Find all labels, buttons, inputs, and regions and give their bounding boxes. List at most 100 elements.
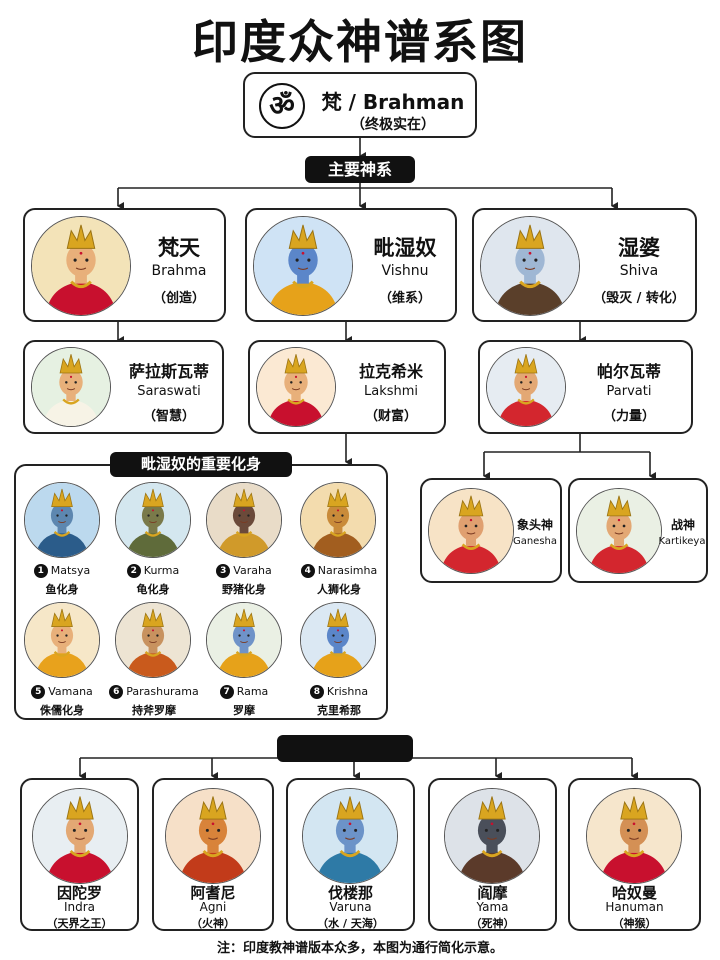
trimurti-en-name: Shiva	[619, 263, 659, 279]
son-cn-name: 象头神	[516, 518, 553, 532]
avatar-cn-name: 克里希那	[317, 704, 361, 717]
avatar-number-badge: 8	[309, 685, 324, 699]
shiva-portrait	[480, 216, 580, 316]
avatar-portrait-kurma	[115, 482, 191, 558]
other-cn-name: 阿耆尼	[190, 884, 236, 902]
avatar-portrait-matsya	[24, 482, 100, 558]
avatar-en-label: Kurma	[143, 564, 180, 577]
trimurti-box-vishnu: 毗湿奴 Vishnu （维系）	[245, 208, 457, 322]
other-box-varuna: 伐楼那 Varuna （水 / 天海）	[286, 778, 415, 931]
consort-en-name: Saraswati	[137, 384, 201, 399]
avatar-cn-name: 野猪化身	[222, 583, 266, 596]
trimurti-cn-name: 梵天	[158, 236, 200, 260]
consort-box-lakshmi: 拉克希米 Lakshmi （财富）	[248, 340, 446, 434]
agni-portrait	[165, 788, 261, 884]
avatar-en-label: Matsya	[50, 564, 91, 577]
avatar-portrait-parashurama	[115, 602, 191, 678]
avatar-portrait-krishna	[300, 602, 376, 678]
vishnu-avatars-label: 毗湿奴的重要化身	[110, 452, 292, 477]
avatar-en-label: Parashurama	[126, 685, 199, 698]
varuna-portrait	[302, 788, 398, 884]
consort-cn-name: 萨拉斯瓦蒂	[128, 362, 209, 381]
other-en-name: Hanuman	[605, 900, 664, 914]
avatar-portrait-varaha	[206, 482, 282, 558]
avatar-en-label: Vamana	[48, 685, 93, 698]
consort-cn-name: 帕尔瓦蒂	[596, 362, 661, 381]
consort-cn-name: 拉克希米	[358, 362, 423, 381]
other-en-name: Yama	[476, 900, 509, 914]
other-en-name: Agni	[199, 900, 227, 914]
other-role: （神猴）	[612, 917, 657, 930]
consort-box-saraswati: 萨拉斯瓦蒂 Saraswati （智慧）	[23, 340, 224, 434]
avatar-portrait-narasimha	[300, 482, 376, 558]
brahma-portrait	[31, 216, 131, 316]
other-cn-name: 阎摩	[477, 884, 508, 902]
other-box-indra: 因陀罗 Indra （天界之王）	[20, 778, 139, 931]
trimurti-role: （创造）	[152, 291, 205, 306]
other-en-name: Indra	[63, 900, 96, 914]
consort-en-name: Parvati	[606, 384, 652, 399]
trimurti-cn-name: 湿婆	[618, 236, 660, 260]
page-title: 印度众神谱系图	[192, 15, 528, 69]
other-role: （死神）	[470, 917, 515, 930]
avatar-cn-name: 侏儒化身	[40, 704, 84, 717]
avatar-cn-name: 鱼化身	[45, 583, 79, 596]
trimurti-box-shiva: 湿婆 Shiva （毁灭 / 转化）	[472, 208, 697, 322]
trimurti-cn-name: 毗湿奴	[373, 236, 437, 260]
other-box-hanuman: 哈奴曼 Hanuman （神猴）	[568, 778, 701, 931]
main-pantheon-label: 主要神系	[305, 156, 415, 183]
other-en-name: Varuna	[329, 900, 372, 914]
son-en-name: Kartikeya	[658, 536, 706, 547]
avatar-number-badge: 1	[33, 564, 48, 578]
trimurti-en-name: Brahma	[151, 263, 207, 279]
consort-role: （力量）	[602, 409, 655, 424]
other-cn-name: 哈奴曼	[611, 884, 657, 902]
om-glyph: ॐ	[269, 89, 295, 122]
other-cn-name: 伐楼那	[327, 884, 373, 902]
indra-portrait	[32, 788, 128, 884]
footnote: 注：印度教神谱版本众多，本图为通行简化示意。	[216, 941, 503, 956]
consort-box-parvati: 帕尔瓦蒂 Parvati （力量）	[478, 340, 693, 434]
om-symbol: ॐ	[259, 83, 305, 129]
lakshmi-portrait	[256, 347, 336, 427]
avatar-cn-name: 罗摩	[233, 704, 255, 717]
avatar-en-label: Varaha	[233, 564, 272, 577]
avatar-number-badge: 4	[300, 564, 315, 578]
son-box-ganesha: 象头神 Ganesha	[420, 478, 562, 583]
son-cn-name: 战神	[670, 518, 695, 532]
trimurti-role: （维系）	[378, 291, 431, 306]
vishnu-portrait	[253, 216, 353, 316]
avatar-en-label: Narasimha	[317, 564, 378, 577]
avatar-en-label: Krishna	[326, 685, 369, 698]
parvati-portrait	[486, 347, 566, 427]
avatar-number-badge: 7	[219, 685, 234, 699]
consort-en-name: Lakshmi	[363, 384, 419, 399]
avatar-cn-name: 龟化身	[136, 583, 170, 596]
trimurti-box-brahma: 梵天 Brahma （创造）	[23, 208, 226, 322]
saraswati-portrait	[31, 347, 111, 427]
hanuman-portrait	[586, 788, 682, 884]
avatar-number-badge: 2	[126, 564, 141, 578]
brahman-box: ॐ 梵 / Brahman （终极实在）	[243, 72, 477, 138]
avatar-portrait-rama	[206, 602, 282, 678]
avatar-en-label: Rama	[236, 685, 269, 698]
avatar-number-badge: 3	[216, 564, 231, 578]
avatar-number-badge: 5	[31, 685, 46, 699]
avatar-number-badge: 6	[109, 685, 124, 699]
avatar-cn-name: 人狮化身	[317, 583, 361, 596]
son-en-name: Ganesha	[512, 536, 558, 547]
other-role: （天界之王）	[46, 917, 113, 930]
avatar-cn-name: 持斧罗摩	[132, 704, 176, 717]
ganesha-portrait	[428, 488, 514, 574]
consort-role: （智慧）	[142, 409, 195, 424]
other-box-agni: 阿耆尼 Agni （火神）	[152, 778, 274, 931]
